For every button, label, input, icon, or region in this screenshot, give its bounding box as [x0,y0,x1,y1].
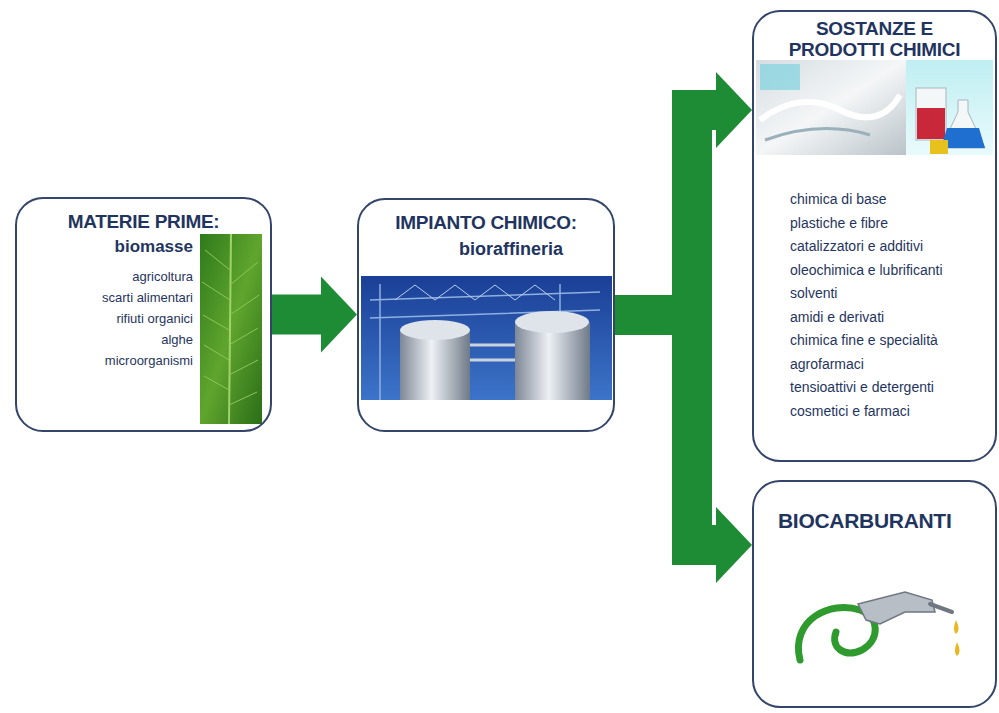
illustration-part [916,88,946,140]
illustration-part [756,60,906,155]
list-item: agricoltura [25,266,193,287]
box-subheading: biomasse [25,236,193,258]
list-item: amidi e derivati [762,306,987,330]
list-item: scarti alimentari [25,287,193,308]
arrow-head [321,277,357,353]
list-item: oleochimica e lubrificanti [762,259,987,283]
box-subheading: bioraffineria [367,237,605,261]
illustration-part [200,234,262,424]
arrow-head [716,72,752,148]
box-heading: IMPIANTO CHIMICO: [367,212,605,233]
list-item: cosmetici e farmaci [762,400,987,424]
illustration-part [370,284,600,400]
arrow-shaft [615,110,716,315]
illustration-part [906,60,993,155]
illustration-part [395,285,555,300]
illustration-part [400,320,470,340]
illustration-part [229,234,231,424]
chemicals-picture [756,60,993,155]
illustration-part [361,276,612,400]
illustration-part [470,345,515,360]
list-item: tensioattivi e detergenti [762,376,987,400]
block-arrow [615,315,752,583]
box-heading: MATERIE PRIME: [25,211,262,232]
list-item: chimica fine e specialità [762,329,987,353]
illustration-part [400,330,470,400]
box-heading: SOSTANZE E PRODOTTI CHIMICI [785,18,965,60]
list-item: microorganismi [25,350,193,371]
illustration-part [858,592,935,624]
refinery-picture [361,276,612,400]
process-box: MATERIE PRIME: biomasse agricolturascarti … [15,197,272,432]
block-arrow [272,277,357,353]
illustration-part [917,108,945,139]
box-heading: BIOCARBURANTI [762,508,987,534]
illustration-part [515,322,590,400]
illustration-part [202,250,259,405]
list-item: solventi [762,282,987,306]
illustration-part [954,620,959,634]
illustration-part [955,642,960,656]
illustration-part [930,604,952,612]
list-item: plastiche e fibre [762,212,987,236]
illustration-part [760,95,900,120]
illustration-part [760,64,800,90]
process-box: IMPIANTO CHIMICO: bioraffineria [357,198,615,432]
fuel-nozzle-picture [798,592,959,660]
arrow-shaft [615,315,716,545]
list-item: chimica di base [762,188,987,212]
arrow-head [716,507,752,583]
list-item: rifiuti organici [25,308,193,329]
illustration-part [765,129,870,140]
list-item: agrofarmaci [762,353,987,377]
process-box: BIOCARBURANTI [752,480,997,708]
list-item: catalizzatori e additivi [762,235,987,259]
process-box: SOSTANZE E PRODOTTI CHIMICI chimica di ba… [752,10,997,462]
leaf-picture [200,234,262,424]
block-arrow [615,72,752,315]
illustration-part [930,140,948,154]
illustration-part [515,311,589,333]
list-item: alghe [25,329,193,350]
arrow-shaft [272,295,321,335]
